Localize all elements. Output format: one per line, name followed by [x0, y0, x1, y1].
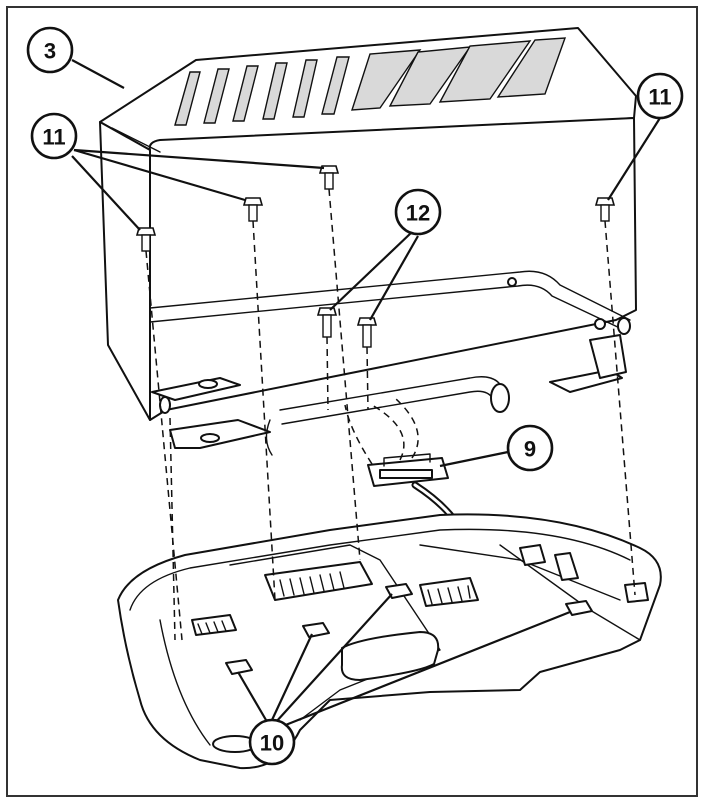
callout-11-right: 11	[636, 72, 684, 120]
cover-vent-slots	[174, 37, 567, 126]
clip-10-a	[225, 659, 253, 675]
lower-tray	[117, 513, 662, 770]
clip-10-d	[565, 600, 593, 616]
leader-lines	[71, 59, 661, 730]
callout-11-left: 11	[30, 112, 78, 160]
diagram-frame	[6, 6, 698, 797]
clip-10-b	[302, 622, 330, 638]
callout-12: 12	[394, 188, 442, 236]
callout-3: 3	[26, 26, 74, 74]
bolt-11-a	[135, 227, 157, 252]
bolt-11-d	[594, 197, 616, 222]
callout-3-label: 3	[44, 39, 56, 64]
wire-connector	[344, 397, 449, 487]
callout-11-left-label: 11	[42, 125, 65, 150]
upper-cover	[99, 27, 637, 456]
callout-9: 9	[506, 424, 554, 472]
bolt-12-b	[356, 317, 378, 348]
tray-grille	[197, 571, 471, 635]
callout-10: 10	[248, 718, 296, 766]
callout-9-label: 9	[524, 437, 536, 462]
callout-12-label: 12	[406, 201, 430, 226]
alignment-lines	[145, 188, 636, 641]
callout-11-right-label: 11	[648, 85, 671, 110]
callout-10-label: 10	[260, 731, 284, 756]
